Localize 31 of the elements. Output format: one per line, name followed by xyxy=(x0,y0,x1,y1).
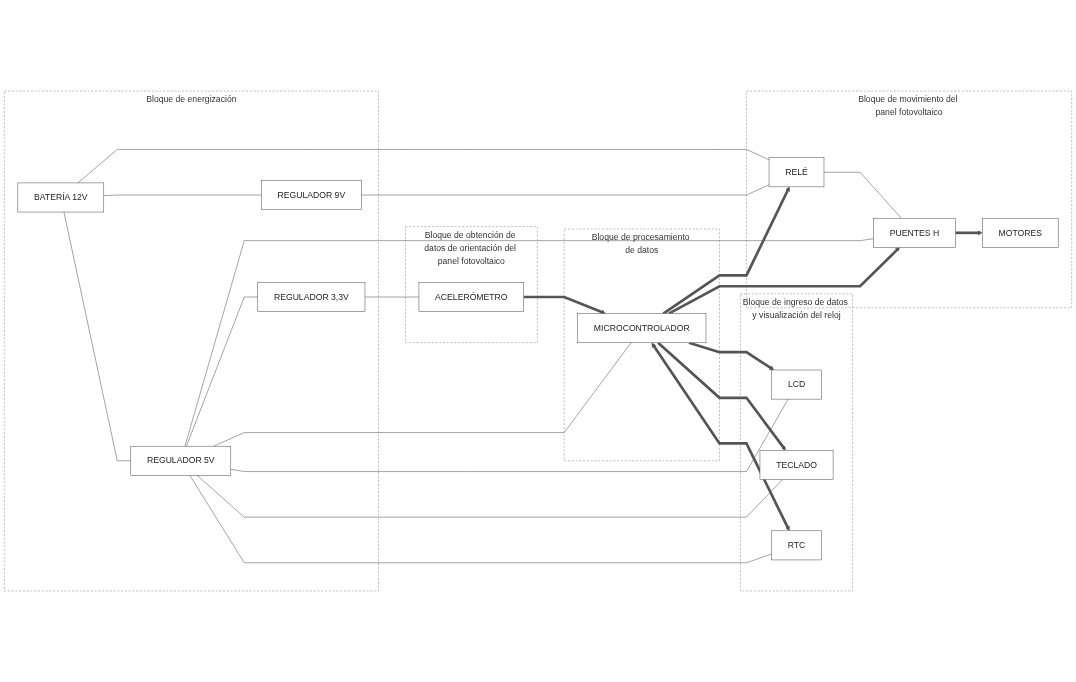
node-box: RTC xyxy=(771,530,822,561)
node-box: TECLADO xyxy=(759,450,834,480)
arrow xyxy=(662,186,790,315)
connector xyxy=(196,475,783,518)
arrow xyxy=(955,230,983,236)
node-box: PUENTES H xyxy=(873,218,956,248)
node-box: REGULADOR 5V xyxy=(130,445,232,476)
arrow xyxy=(651,342,790,531)
connector xyxy=(364,296,420,298)
node-box: MOTORES xyxy=(982,218,1059,248)
connector xyxy=(189,475,772,564)
node-box: BATERÍA 12V xyxy=(17,182,105,213)
arrow xyxy=(523,295,606,315)
node-box: REGULADOR 9V xyxy=(261,180,362,210)
connector xyxy=(361,184,770,196)
connector xyxy=(103,194,262,196)
node-box: RELÉ xyxy=(768,157,825,188)
connector xyxy=(184,238,874,447)
arrow xyxy=(657,341,786,451)
connector xyxy=(213,342,632,447)
arrow xyxy=(668,247,900,315)
node-box: LCD xyxy=(771,369,822,400)
connector xyxy=(823,172,902,219)
connector xyxy=(186,296,258,447)
node-box: MICROCONTROLADOR xyxy=(577,313,707,343)
node-box: REGULADOR 3,3V xyxy=(257,282,366,312)
connector xyxy=(63,211,131,462)
arrow xyxy=(688,341,775,371)
connector xyxy=(230,398,789,472)
connector xyxy=(77,149,770,184)
node-box: ACELERÓMETRO xyxy=(418,282,524,312)
